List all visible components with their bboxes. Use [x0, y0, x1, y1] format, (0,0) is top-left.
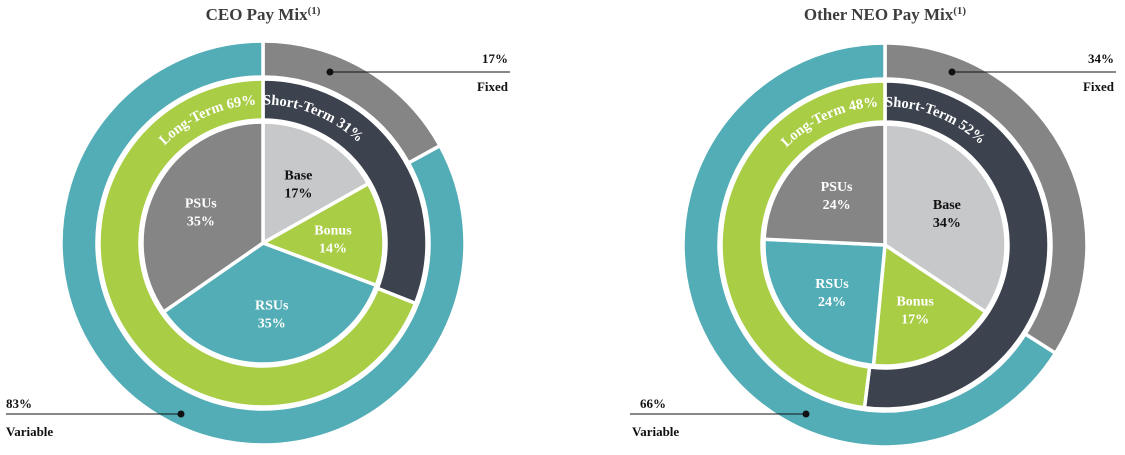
ceo-middle-long-term-slice — [97, 77, 418, 409]
ceo-inner-bonus-slice — [258, 181, 386, 288]
ceo-rsus-name: RSUs — [255, 299, 289, 314]
neo-fixed-marker — [948, 68, 956, 76]
ceo-base-name: Base — [284, 168, 312, 183]
ceo-pay-mix-chart: Short-Term 31%Long-Term 69%Base17%Bonus1… — [59, 39, 467, 447]
ceo-bonus-value: 14% — [319, 242, 347, 257]
ceo-chart-title: CEO Pay Mix(1) — [206, 5, 321, 24]
neo-bonus-value: 17% — [901, 312, 929, 327]
neo-rsus-value: 24% — [818, 295, 846, 310]
ceo-fixed-value: 17% — [482, 51, 508, 66]
ceo-variable-value: 83% — [6, 396, 32, 411]
neo-pay-mix-chart: Short-Term 52%Long-Term 48%Base34%Bonus1… — [681, 41, 1089, 449]
ceo-inner-psus-slice — [140, 120, 265, 315]
ceo-variable-callout: 83% Variable — [6, 396, 185, 439]
ceo-variable-label: Variable — [6, 424, 53, 439]
neo-fixed-label: Fixed — [1083, 79, 1115, 94]
neo-variable-value: 66% — [640, 396, 666, 411]
neo-psus-name: PSUs — [821, 180, 853, 195]
ceo-fixed-callout: 17% Fixed — [326, 51, 510, 94]
neo-inner-rsus-slice — [762, 237, 887, 368]
ceo-bonus-name: Bonus — [314, 224, 352, 239]
neo-base-value: 34% — [933, 216, 961, 231]
neo-base-name: Base — [933, 198, 961, 213]
neo-outer-variable-slice — [681, 41, 1058, 449]
neo-fixed-value: 34% — [1088, 51, 1114, 66]
ceo-inner-base-slice — [261, 120, 371, 246]
ceo-fixed-marker — [326, 68, 334, 76]
ceo-title-text: CEO Pay Mix — [206, 5, 308, 24]
neo-inner-bonus-slice — [871, 241, 989, 368]
ceo-inner-rsus-slice — [161, 241, 379, 366]
ceo-psus-name: PSUs — [185, 196, 217, 211]
neo-variable-label: Variable — [632, 424, 679, 439]
neo-psus-value: 24% — [823, 198, 851, 213]
ceo-rsus-value: 35% — [258, 317, 286, 332]
neo-rsus-name: RSUs — [815, 277, 849, 292]
neo-inner-psus-slice — [762, 122, 887, 247]
neo-fixed-callout: 34% Fixed — [948, 51, 1116, 94]
neo-middle-short-term-slice — [862, 79, 1051, 411]
neo-title-footnote: (1) — [953, 5, 966, 17]
ceo-base-value: 17% — [284, 186, 312, 201]
neo-bonus-name: Bonus — [896, 294, 934, 309]
ceo-outer-variable-slice — [59, 39, 467, 447]
neo-title-text: Other NEO Pay Mix — [804, 5, 954, 24]
neo-variable-marker — [802, 410, 810, 418]
neo-chart-title: Other NEO Pay Mix(1) — [804, 5, 967, 24]
ceo-fixed-label: Fixed — [477, 79, 509, 94]
ceo-psus-value: 35% — [187, 214, 215, 229]
ceo-title-footnote: (1) — [308, 5, 321, 17]
ceo-variable-marker — [177, 410, 185, 418]
neo-variable-callout: 66% Variable — [630, 396, 810, 439]
neo-middle-long-term-slice — [719, 79, 887, 410]
